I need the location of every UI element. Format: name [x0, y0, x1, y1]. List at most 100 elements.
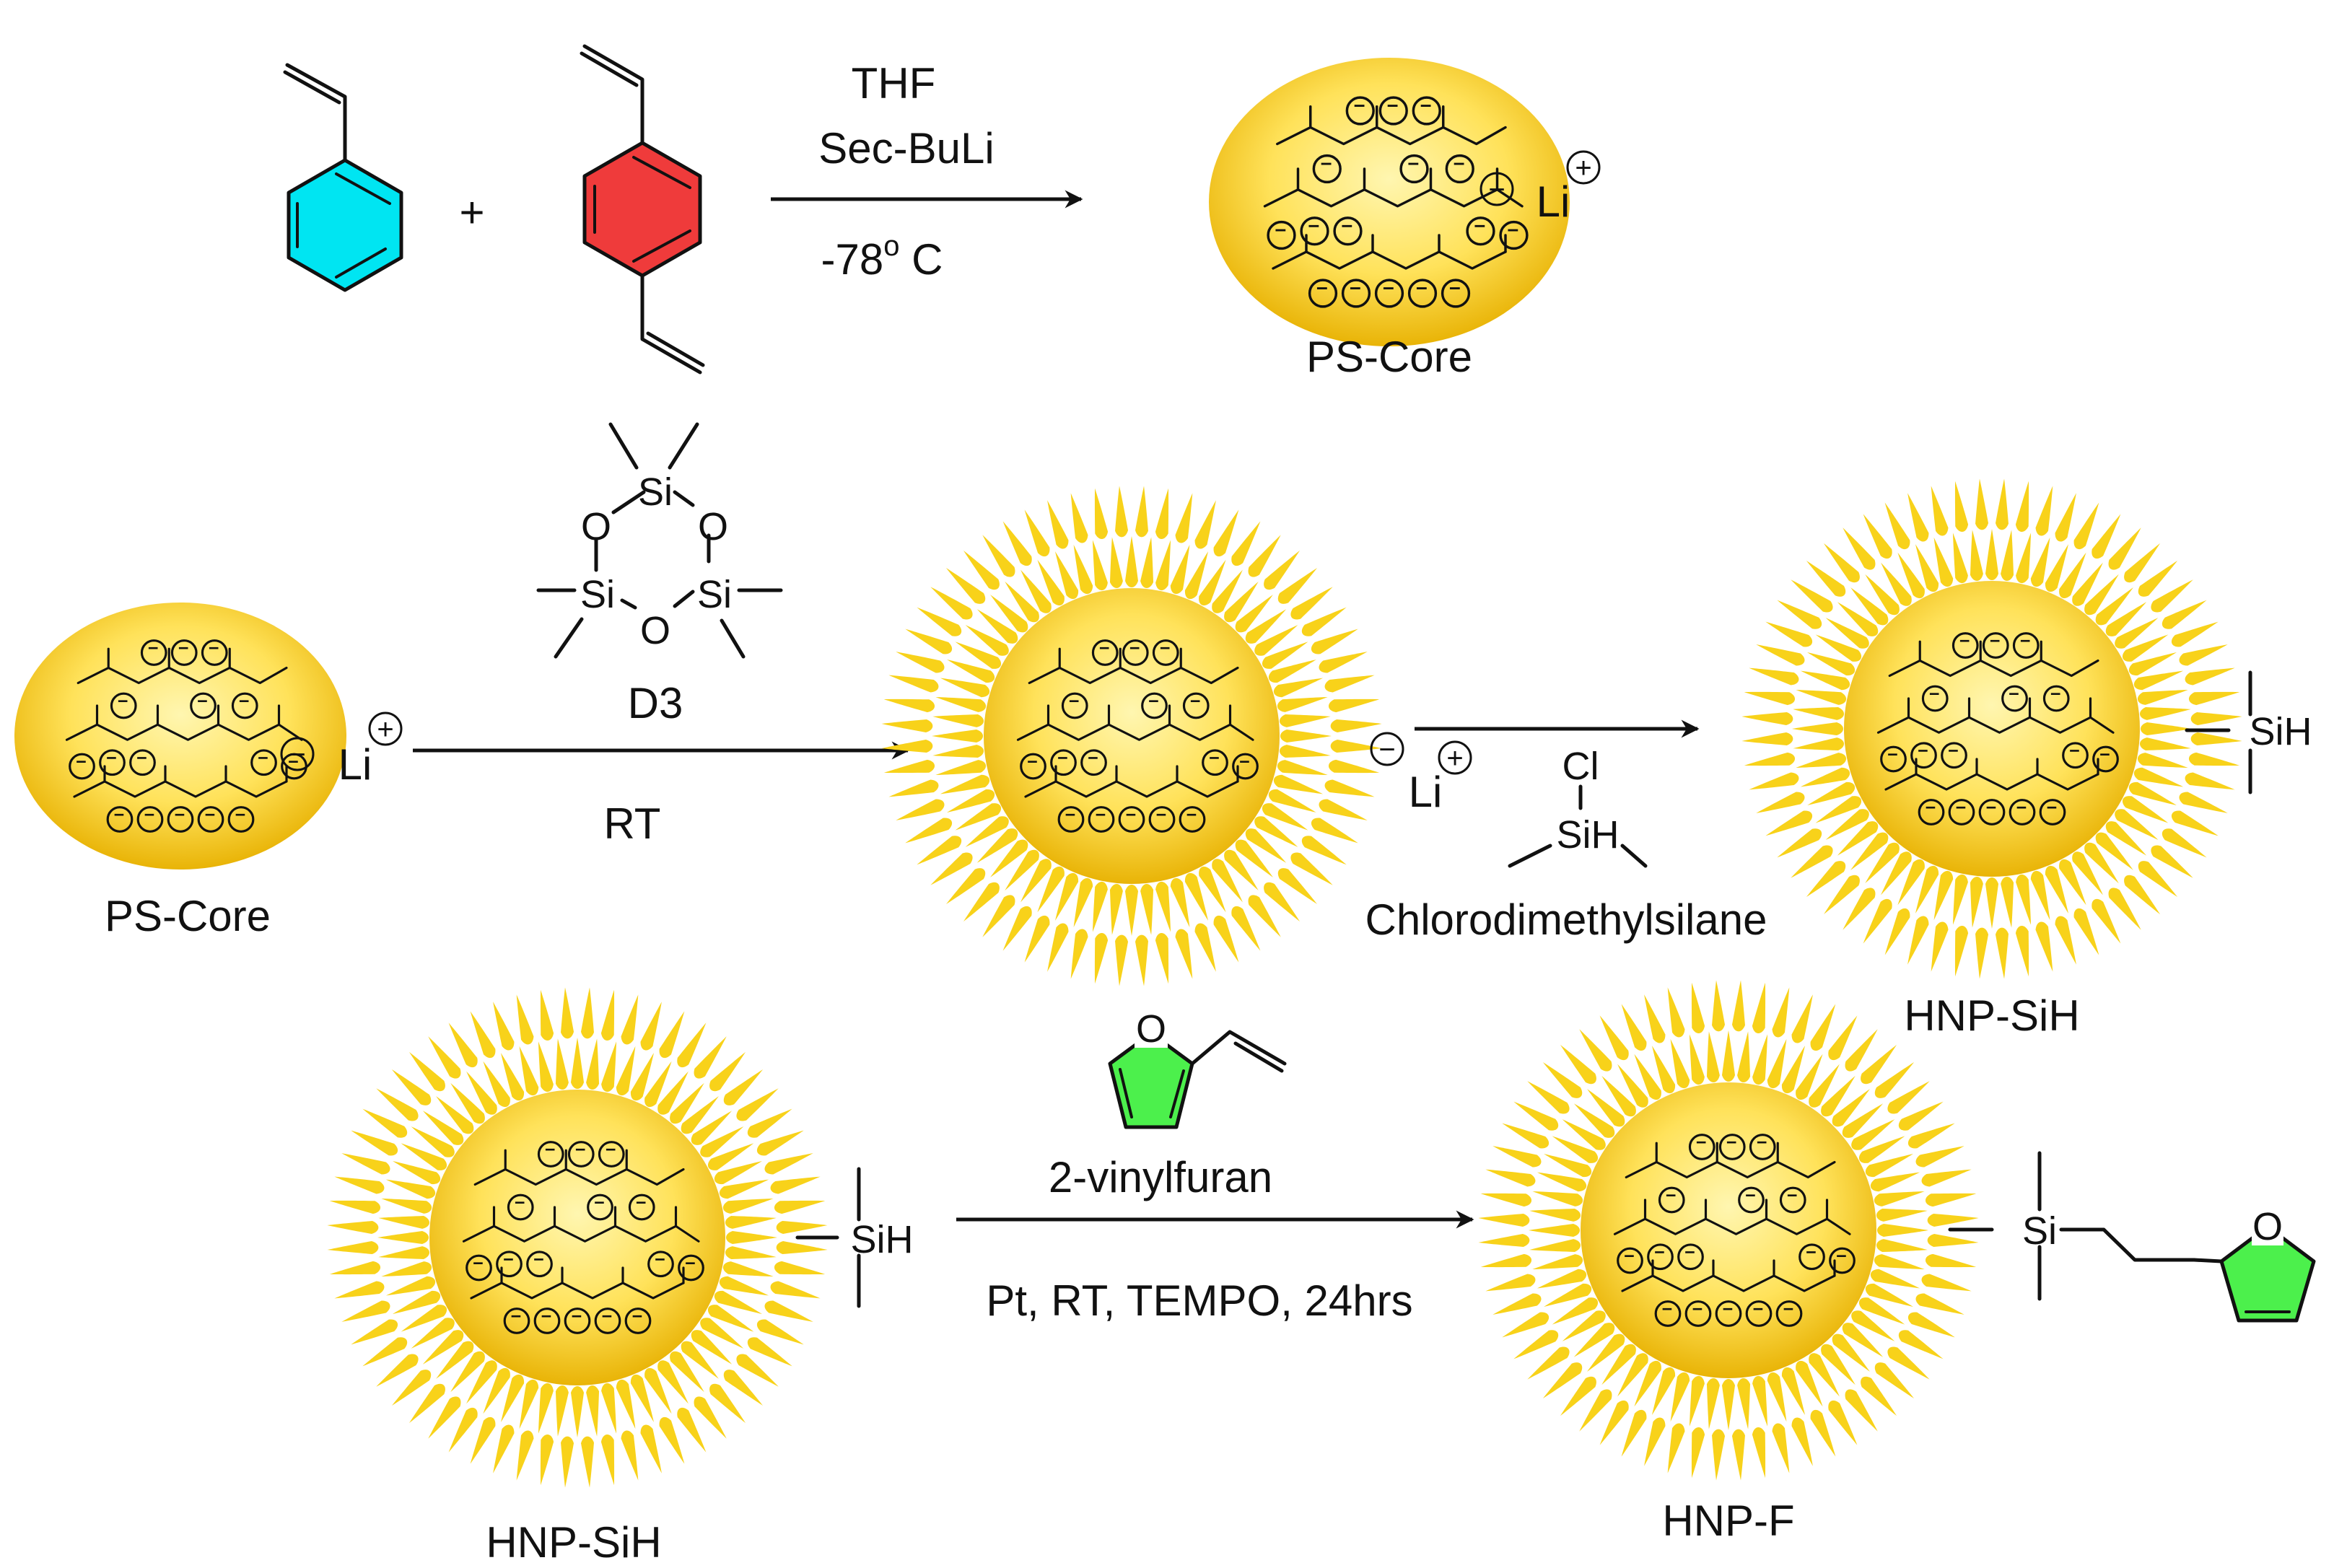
corona-petal: [2141, 722, 2192, 735]
corona-petal: [2187, 751, 2241, 772]
corona-petal: [1743, 686, 1796, 706]
corona-petal: [1995, 927, 2011, 980]
corona-petal: [1125, 536, 1138, 587]
corona-petal: [880, 739, 933, 755]
styrene-molecule: [283, 63, 403, 292]
corona-petal: [1064, 927, 1090, 981]
corona-petal: [600, 989, 621, 1042]
corona-petal: [534, 989, 555, 1042]
corona-petal: [1140, 536, 1158, 589]
corona-petal: [1709, 979, 1726, 1032]
corona-petal: [619, 993, 645, 1046]
corona-petal: [883, 758, 936, 779]
corona-petal: [1920, 1162, 1973, 1188]
corona-petal: [1741, 732, 1793, 748]
corona-petal: [1529, 1224, 1580, 1237]
corona-petal: [1279, 744, 1332, 763]
corona-petal: [1747, 771, 1801, 797]
corona-petal: [558, 1436, 574, 1489]
divinylbenzene-molecule: [580, 44, 705, 375]
furan-ring: [1108, 1031, 1194, 1129]
condition-solvent: THF: [852, 59, 936, 108]
svg-text:SiH: SiH: [2249, 710, 2312, 753]
corona-petal: [1140, 883, 1158, 936]
corona-petal: [534, 1433, 555, 1486]
corona-petal: [1741, 709, 1793, 726]
furan-ring-product: [2219, 1225, 2316, 1323]
hairy-nanoparticle-anion: [880, 485, 1383, 987]
corona-petal: [326, 1218, 379, 1235]
corona-petal: [551, 1038, 569, 1090]
svg-text:+: +: [1446, 743, 1463, 774]
svg-text:−: −: [289, 739, 305, 771]
ps-core-label-2: PS-Core: [105, 892, 271, 940]
corona-petal: [1792, 702, 1845, 721]
corona-petal: [1088, 932, 1109, 985]
corona-petal: [1995, 478, 2011, 530]
corona-petal: [1135, 934, 1151, 987]
corona-petal: [1479, 1253, 1533, 1274]
corona-petal: [328, 1194, 382, 1215]
corona-petal: [725, 1211, 777, 1230]
corona-petal: [1792, 722, 1843, 735]
corona-petal: [1327, 693, 1381, 714]
condition-rt-2: RT: [604, 800, 661, 848]
corona-petal: [1702, 1030, 1721, 1083]
corona-petal: [2034, 484, 2060, 538]
corona-petal: [769, 1170, 822, 1196]
svg-text:O: O: [640, 609, 670, 652]
reagent-vinylfuran-label: 2-vinylfuran: [1049, 1153, 1272, 1201]
corona-petal: [571, 1386, 584, 1437]
corona-petal: [932, 709, 984, 728]
svg-text:Si: Si: [580, 573, 615, 616]
corona-petal: [1280, 730, 1332, 743]
corona-petal: [2014, 480, 2035, 533]
corona-petal: [377, 1245, 430, 1264]
corona-petal: [1088, 487, 1109, 540]
corona-petal: [1736, 1378, 1755, 1430]
corona-petal: [776, 1218, 829, 1235]
corona-petal: [1125, 885, 1138, 936]
corona-petal: [1484, 1272, 1537, 1298]
svg-text:Cl: Cl: [1562, 745, 1599, 788]
corona-petal: [1135, 485, 1151, 538]
corona-petal: [1985, 529, 1998, 580]
corona-petal: [1747, 661, 1801, 687]
corona-petal: [1949, 924, 1970, 978]
furan-end-group: Si O: [1948, 1151, 2316, 1323]
corona-petal: [580, 986, 597, 1039]
corona-petal: [1927, 1211, 1980, 1227]
corona-petal: [773, 1260, 826, 1281]
svg-text:Si: Si: [697, 573, 732, 616]
corona-petal: [1709, 1429, 1726, 1481]
corona-petal: [1484, 1162, 1537, 1188]
hnp-f-particle: [1477, 979, 1980, 1481]
corona-petal: [1154, 932, 1175, 985]
corona-petal: [932, 730, 983, 743]
corona-petal: [1770, 986, 1796, 1039]
corona-petal: [571, 1038, 584, 1089]
corona-petal: [2183, 661, 2237, 687]
hnp-sih-particle-1: [1741, 478, 2243, 980]
condition-initiator: Sec-BuLi: [818, 124, 994, 172]
reagent-chlorodimethylsilane-label: Chlorodimethylsilane: [1365, 895, 1767, 944]
svg-text:Si: Si: [638, 470, 673, 514]
ps-core-label-1: PS-Core: [1306, 333, 1472, 381]
corona-petal: [551, 1385, 569, 1437]
corona-petal: [510, 993, 536, 1046]
corona-petal: [1924, 1187, 1977, 1208]
chlorodimethylsilane-molecule: Cl SiH: [1508, 745, 1648, 868]
corona-petal: [1924, 920, 1950, 973]
corona-petal: [580, 1436, 597, 1489]
corona-petal: [1927, 1233, 1980, 1250]
corona-petal: [1112, 485, 1129, 538]
corona-petal: [1685, 981, 1706, 1035]
vinylfuran-molecule: O: [1108, 1007, 1287, 1129]
corona-petal: [887, 668, 940, 694]
condition-temperature: -78o C: [821, 230, 943, 284]
corona-petal: [1064, 491, 1090, 545]
corona-petal: [326, 1240, 379, 1257]
corona-petal: [1770, 1422, 1796, 1475]
corona-petal: [2014, 924, 2035, 978]
